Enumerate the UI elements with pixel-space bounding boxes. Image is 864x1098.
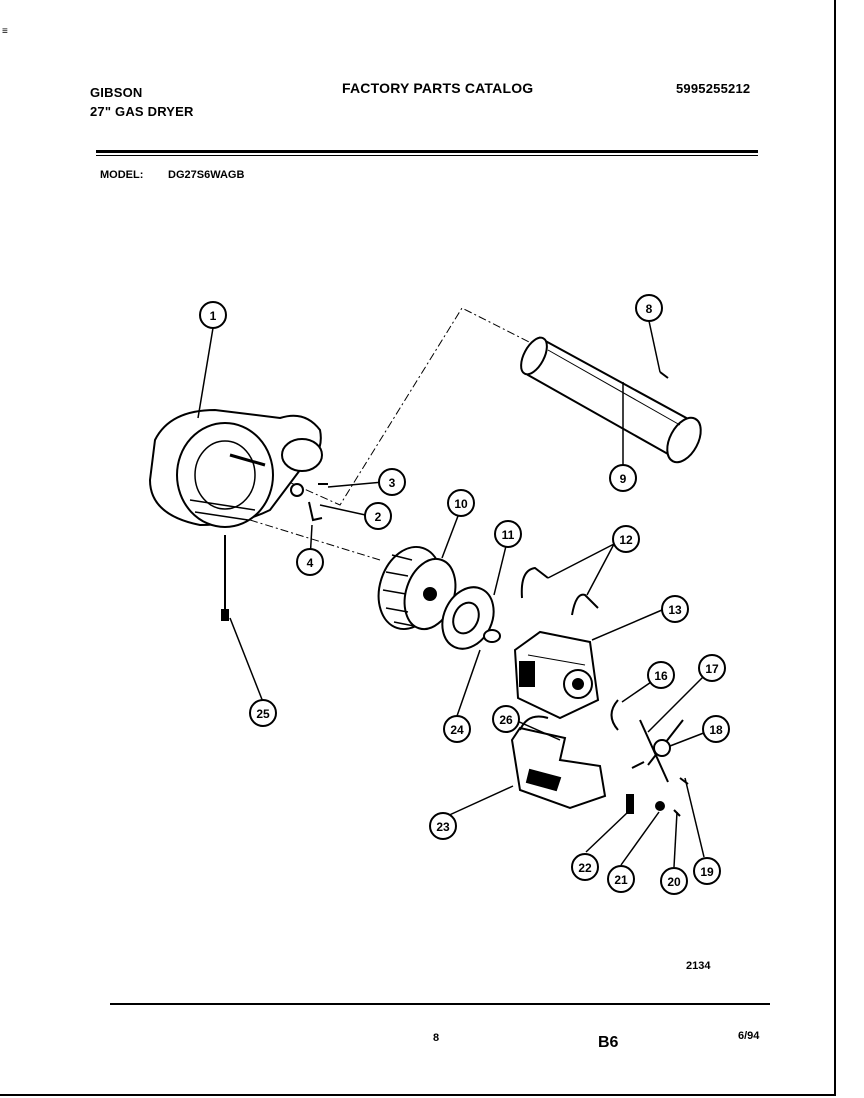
motor-mount-part xyxy=(510,715,607,810)
svg-text:11: 11 xyxy=(502,528,515,542)
svg-text:26: 26 xyxy=(499,713,513,727)
callout-17: 17 xyxy=(698,654,726,682)
drawing-number: 2134 xyxy=(686,960,711,972)
model-value: DG27S6WAGB xyxy=(168,169,245,181)
exhaust-duct-part xyxy=(520,336,702,464)
motor-clips-part xyxy=(520,566,599,616)
catalog-title: FACTORY PARTS CATALOG xyxy=(342,80,534,96)
callout-1: 1 xyxy=(199,301,227,329)
svg-text:20: 20 xyxy=(667,875,681,889)
svg-text:12: 12 xyxy=(619,533,633,547)
svg-text:16: 16 xyxy=(654,669,668,683)
screw-part xyxy=(221,535,229,621)
callout-8: 8 xyxy=(635,294,663,322)
catalog-number: 5995255212 xyxy=(676,81,751,96)
small-parts-2-3-4 xyxy=(290,483,328,522)
model-label: MODEL: xyxy=(100,169,144,181)
svg-text:8: 8 xyxy=(646,302,653,316)
callout-10: 10 xyxy=(447,489,475,517)
leader-lines xyxy=(197,320,715,868)
svg-text:3: 3 xyxy=(389,476,396,490)
callout-11: 11 xyxy=(494,520,522,548)
callout-12: 12 xyxy=(612,525,640,553)
footer-rule xyxy=(110,1003,770,1005)
callout-25: 25 xyxy=(249,699,277,727)
assembly-lines xyxy=(249,307,536,561)
revision-date: 6/94 xyxy=(738,1030,760,1042)
header-rule-thin xyxy=(96,155,758,156)
callout-18: 18 xyxy=(702,715,730,743)
svg-text:9: 9 xyxy=(620,472,627,486)
svg-text:18: 18 xyxy=(709,723,723,737)
pulley-disc-part xyxy=(441,586,501,650)
svg-text:22: 22 xyxy=(578,861,592,875)
svg-text:21: 21 xyxy=(614,873,628,887)
callout-3: 3 xyxy=(378,468,406,496)
callout-16: 16 xyxy=(647,661,675,689)
callout-21: 21 xyxy=(607,865,635,893)
svg-text:13: 13 xyxy=(668,603,682,617)
callout-20: 20 xyxy=(660,867,688,895)
spring-clip-part xyxy=(610,699,619,731)
svg-text:4: 4 xyxy=(307,556,314,570)
svg-text:10: 10 xyxy=(454,497,468,511)
product-name: 27" GAS DRYER xyxy=(90,104,194,119)
brand-name: GIBSON xyxy=(90,85,143,100)
svg-text:24: 24 xyxy=(450,723,464,737)
svg-text:2: 2 xyxy=(375,510,382,524)
callout-2: 2 xyxy=(364,502,392,530)
small-hardware-parts xyxy=(626,777,689,817)
callout-19: 19 xyxy=(693,857,721,885)
callout-26: 26 xyxy=(492,705,520,733)
page-frame xyxy=(0,0,836,1096)
blower-wheel-part xyxy=(377,545,457,631)
idler-arm-part xyxy=(631,719,684,783)
callout-23: 23 xyxy=(429,812,457,840)
callout-13: 13 xyxy=(661,595,689,623)
section-code: B6 xyxy=(598,1034,619,1051)
page-number: 8 xyxy=(433,1032,440,1044)
callout-22: 22 xyxy=(571,853,599,881)
motor-part xyxy=(513,630,600,720)
scan-mark: ≡ xyxy=(2,26,8,37)
svg-text:17: 17 xyxy=(705,662,719,676)
callout-4: 4 xyxy=(296,548,324,576)
svg-text:19: 19 xyxy=(700,865,714,879)
blower-housing-part xyxy=(148,408,323,528)
callout-9: 9 xyxy=(609,464,637,492)
svg-text:1: 1 xyxy=(210,309,217,323)
header-rule xyxy=(96,150,758,153)
svg-text:23: 23 xyxy=(436,820,450,834)
svg-text:25: 25 xyxy=(256,707,270,721)
callout-24: 24 xyxy=(443,715,471,743)
callout-circles: 1 2 3 4 8 9 10 11 12 13 16 17 18 19 20 2… xyxy=(199,294,730,895)
